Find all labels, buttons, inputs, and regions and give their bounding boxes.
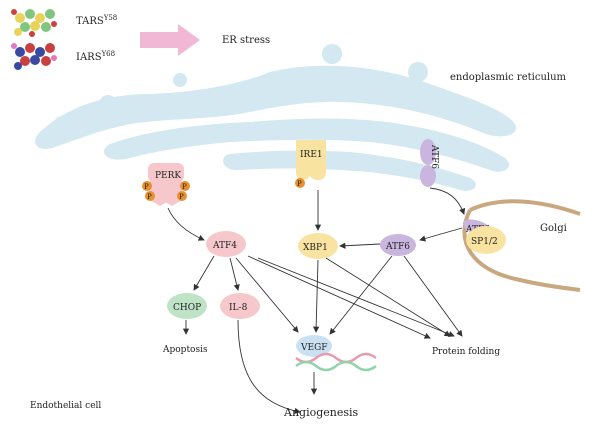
tars-label: TARSY58 [76, 14, 117, 27]
svg-text:P: P [182, 183, 187, 191]
angiogenesis-label: Angiogenesis [283, 406, 359, 419]
atf6-cleaved-node [380, 234, 416, 256]
il8-label: IL-8 [229, 303, 248, 313]
vegf-label: VEGF [300, 343, 328, 353]
atf6-receptor [420, 139, 436, 187]
xbp1-node [298, 233, 338, 259]
iars-label: IARSY68 [76, 50, 115, 63]
svg-text:P: P [147, 193, 152, 201]
er-label: endoplasmic reticulum [450, 72, 567, 83]
golgi-label: Golgi [540, 223, 567, 234]
er-stress-arrow [140, 24, 200, 56]
phospho-icon [177, 191, 187, 201]
ire1-label: IRE1 [300, 150, 323, 160]
iars-molecule-icon [11, 43, 57, 70]
ire1-receptor: P [295, 140, 326, 188]
golgi-shape [462, 199, 581, 292]
phospho-icon [145, 191, 155, 201]
chop-node [167, 293, 207, 319]
endoplasmic-reticulum-shape [35, 44, 516, 191]
protein-folding-label: Protein folding [432, 347, 500, 357]
er-stress-label: ER stress [222, 35, 270, 46]
phospho-icon [180, 181, 190, 191]
pathway-arrows [167, 187, 466, 415]
atf4-node [206, 231, 246, 257]
vegf-node [296, 335, 332, 357]
endothelial-cell-label: Endothelial cell [30, 401, 101, 411]
sp12-label: SP1/2 [471, 237, 498, 247]
xbp1-label: XBP1 [303, 243, 328, 253]
chop-label: CHOP [173, 303, 201, 313]
svg-text:P: P [144, 183, 149, 191]
perk-label: PERK [155, 171, 181, 181]
perk-receptor: P P P P [142, 163, 190, 206]
il8-node [220, 293, 260, 319]
phospho-icon [295, 178, 305, 188]
tars-molecule-icon [11, 9, 57, 37]
atf6-receptor-label: ATF6 [429, 144, 439, 169]
dna-helix-icon [295, 352, 377, 372]
apoptosis-label: Apoptosis [162, 345, 208, 355]
phospho-icon [142, 181, 152, 191]
sp12-node [466, 226, 506, 254]
atf6-cleaved-label: ATF6 [385, 242, 410, 252]
atf4-label: ATF4 [212, 241, 237, 251]
svg-text:P: P [297, 180, 302, 188]
svg-text:P: P [179, 193, 184, 201]
